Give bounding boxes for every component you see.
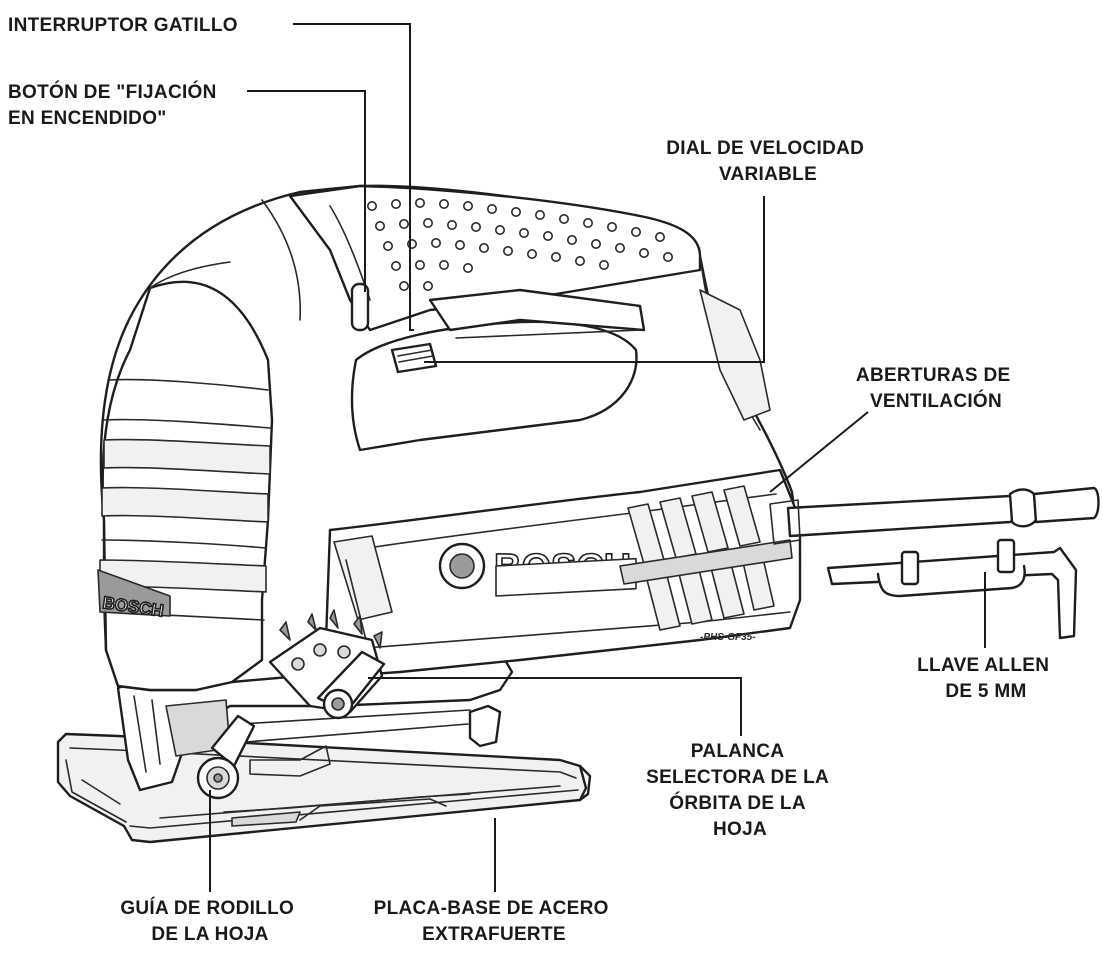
speed-dial bbox=[390, 342, 438, 374]
jigsaw-illustration: BOSCH bbox=[56, 184, 1100, 844]
part-labels: INTERRUPTOR GATILLO BOTÓN DE "FIJACIÓN E… bbox=[8, 15, 1055, 945]
lower-housing bbox=[116, 658, 514, 792]
leader-vents bbox=[769, 411, 869, 493]
model-label: -PHS-GF35- bbox=[700, 632, 756, 643]
label-ventilation: ABERTURAS DE VENTILACIÓN bbox=[856, 365, 1016, 412]
label-trigger-switch: INTERRUPTOR GATILLO bbox=[8, 15, 238, 36]
label-orbit-selector: PALANCA SELECTORA DE LA ÓRBITA DE LA HOJ… bbox=[646, 741, 834, 840]
blade-orbit-selector-lever bbox=[268, 609, 386, 720]
leader-lock-on bbox=[247, 90, 366, 292]
power-cord bbox=[769, 486, 1100, 545]
blade-roller-guide bbox=[196, 714, 256, 800]
label-lock-on-button: BOTÓN DE "FIJACIÓN EN ENCENDIDO" bbox=[8, 81, 222, 129]
label-allen-key: LLAVE ALLEN DE 5 MM bbox=[917, 655, 1055, 702]
leader-lines bbox=[209, 23, 986, 892]
motor-side: BOSCH -PHS-GF35- bbox=[324, 468, 802, 678]
handle bbox=[288, 184, 771, 452]
lock-on-button bbox=[350, 282, 370, 332]
grip-texture bbox=[366, 198, 673, 291]
label-speed-dial: DIAL DE VELOCIDAD VARIABLE bbox=[666, 138, 870, 185]
ventilation-vents bbox=[619, 485, 793, 631]
leader-orbit-lever bbox=[368, 677, 742, 736]
leader-trigger bbox=[293, 23, 414, 331]
allen-key bbox=[826, 538, 1078, 640]
label-roller-guide: GUÍA DE RODILLO DE LA HOJA bbox=[120, 897, 299, 945]
label-base-plate: PLACA-BASE DE ACERO EXTRAFUERTE bbox=[374, 898, 615, 945]
leader-speed-dial bbox=[424, 196, 765, 363]
steel-base-plate bbox=[56, 732, 592, 844]
trigger-switch bbox=[428, 288, 646, 332]
